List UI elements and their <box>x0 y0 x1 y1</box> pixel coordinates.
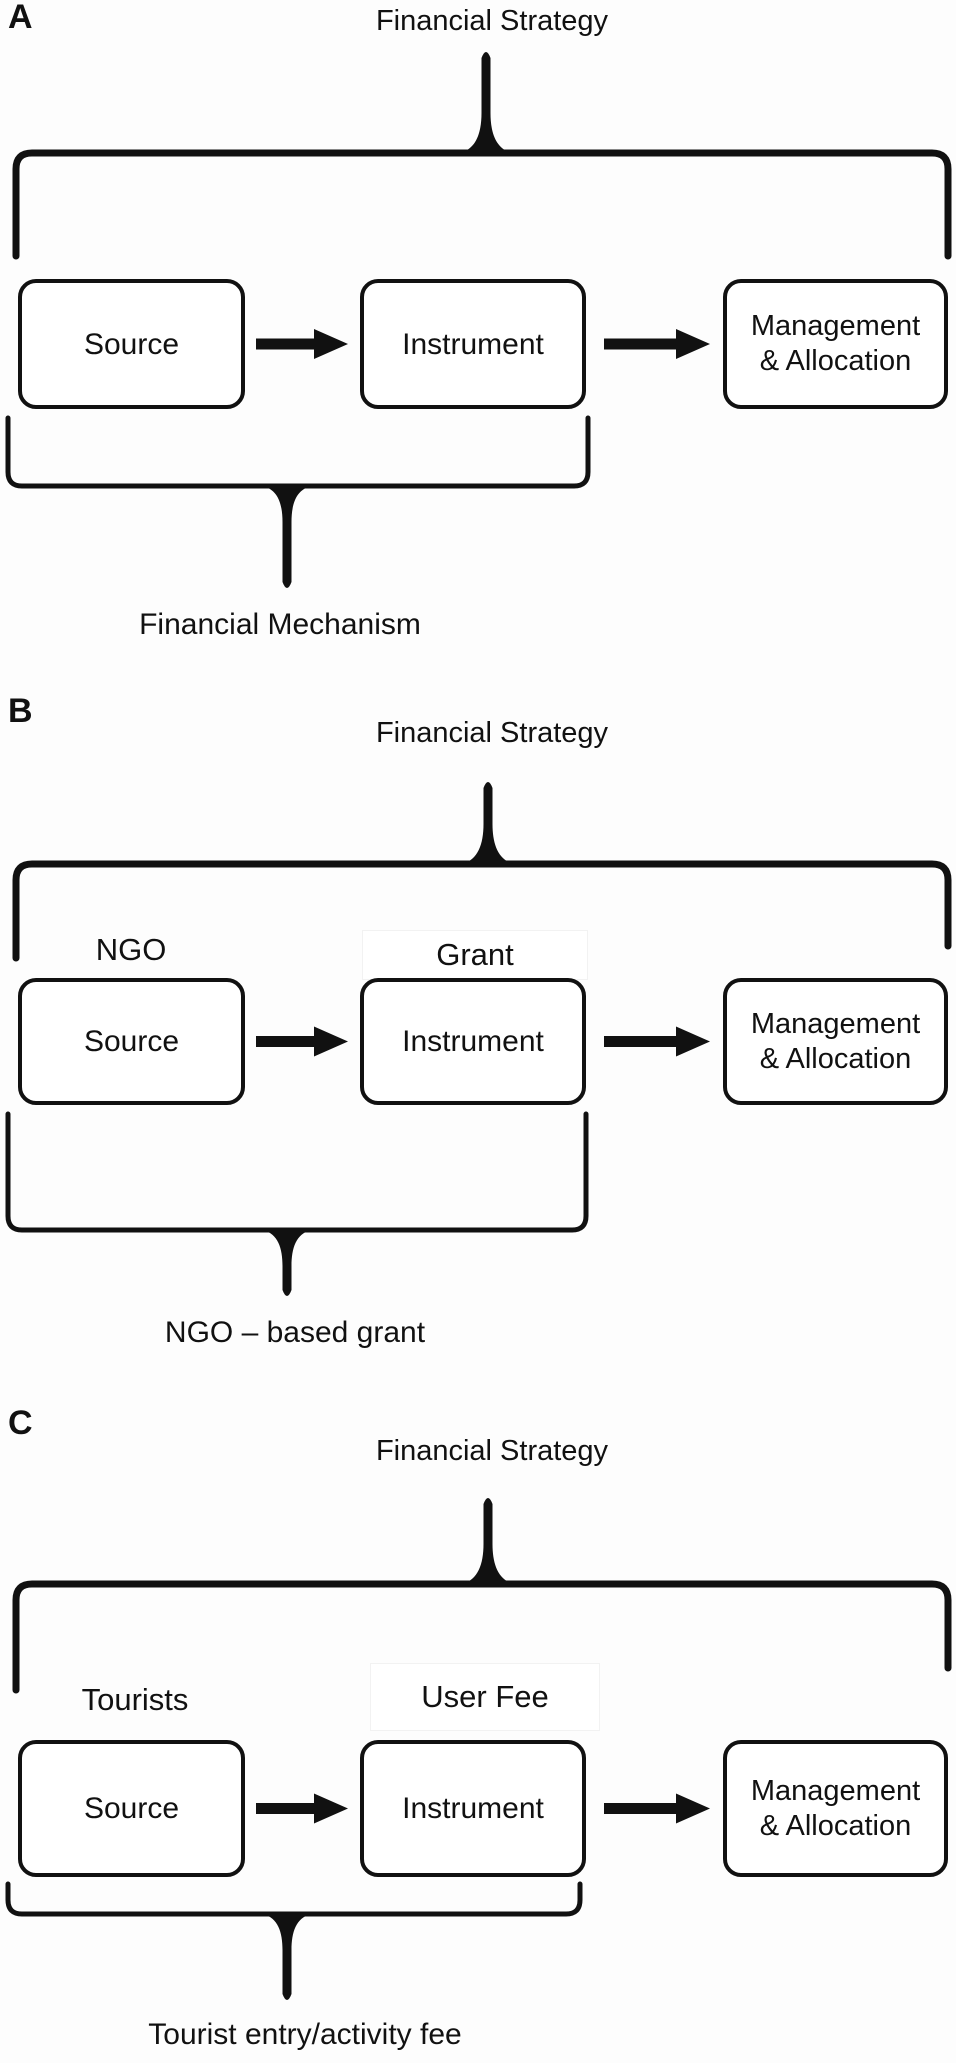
management-box-a-text: Management & Allocation <box>750 310 921 377</box>
panel-c-title: Financial Strategy <box>375 1435 609 1467</box>
caption-tourist-entry-activity-fee: Tourist entry/activity fee <box>148 2018 462 2051</box>
arrow-icon-c1 <box>256 1793 348 1824</box>
overbrace-a <box>12 149 952 260</box>
overbrace-c-spike <box>462 1498 514 1584</box>
management-box-c: Management & Allocation <box>723 1740 948 1877</box>
instrument-box-c-text: Instrument <box>402 1792 544 1825</box>
arrow-icon-a1 <box>256 329 348 359</box>
management-box-b: Management & Allocation <box>723 978 948 1105</box>
panel-a-label: A <box>8 0 34 36</box>
underbrace-c <box>5 1881 583 1917</box>
instrument-box-a-text: Instrument <box>402 327 544 361</box>
underbrace-b <box>5 1111 589 1233</box>
instrument-annotation-c-backing: User Fee <box>370 1663 600 1731</box>
overbrace-a-spike <box>460 52 512 153</box>
underbrace-a-spike <box>263 486 311 588</box>
source-box-b-text: Source <box>83 1025 180 1058</box>
instrument-annotation-b-backing: Grant <box>362 930 588 980</box>
arrow-icon-b1 <box>256 1026 348 1057</box>
underbrace-b-spike <box>263 1230 311 1296</box>
underbrace-c-spike <box>263 1914 311 2000</box>
underbrace-a <box>5 415 591 489</box>
source-annotation-b: NGO <box>95 932 167 967</box>
arrow-icon-c2 <box>604 1793 710 1824</box>
overbrace-b-spike <box>462 782 514 864</box>
arrow-icon-b2 <box>604 1026 710 1057</box>
panel-b-title: Financial Strategy <box>375 717 609 749</box>
panel-c-label: C <box>8 1404 34 1442</box>
instrument-box-c: Instrument <box>360 1740 586 1877</box>
panel-a-title: Financial Strategy <box>375 5 609 37</box>
caption-financial-mechanism: Financial Mechanism <box>139 608 421 641</box>
arrow-icon-a2 <box>604 329 710 359</box>
source-box-a: Source <box>18 279 245 409</box>
instrument-box-b: Instrument <box>360 978 586 1105</box>
source-annotation-c: Tourists <box>81 1682 189 1717</box>
source-box-b: Source <box>18 978 245 1105</box>
source-box-c-text: Source <box>83 1792 180 1825</box>
management-box-c-text: Management & Allocation <box>750 1774 921 1842</box>
source-box-a-text: Source <box>83 327 180 361</box>
instrument-box-a: Instrument <box>360 279 586 409</box>
instrument-annotation-b: Grant <box>436 937 514 972</box>
panel-b-label: B <box>8 692 34 730</box>
source-box-c: Source <box>18 1740 245 1877</box>
management-box-b-text: Management & Allocation <box>750 1007 921 1075</box>
caption-ngo-based-grant: NGO – based grant <box>164 1316 426 1349</box>
management-box-a: Management & Allocation <box>723 279 948 409</box>
instrument-box-b-text: Instrument <box>402 1025 544 1058</box>
instrument-annotation-c: User Fee <box>421 1679 549 1714</box>
